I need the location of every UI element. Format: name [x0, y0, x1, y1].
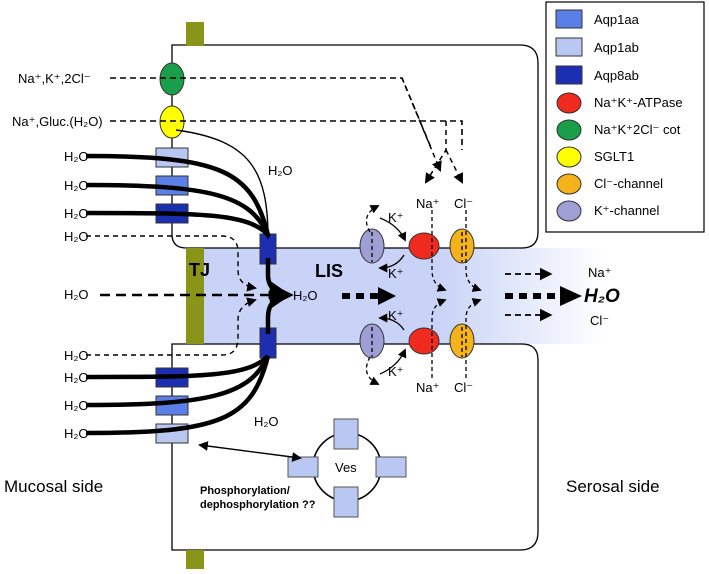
h2o-label: H₂O — [254, 414, 279, 429]
vesicle-aqp-bottom — [333, 486, 359, 518]
upper-k-label-1: K⁺ — [388, 210, 404, 225]
apical-membrane-bottom — [186, 550, 204, 570]
lis-label: LIS — [315, 261, 343, 281]
nkcc-arrow — [401, 77, 442, 172]
h2o-label: H₂O — [64, 348, 89, 363]
serosal-side-label: Serosal side — [566, 477, 660, 496]
h2o-label: H₂O — [64, 149, 89, 164]
lower-paracellular-h2o — [86, 297, 257, 356]
legend-atpase-icon — [556, 92, 582, 114]
upper-h2o-flow-1 — [85, 153, 271, 236]
serosal-cl-label: Cl⁻ — [590, 313, 609, 328]
h2o-label: H₂O — [64, 206, 89, 221]
sglt-h2o-flow — [175, 129, 271, 240]
upper-cl-label: Cl⁻ — [454, 196, 473, 211]
apical-nkcc-transporter — [159, 62, 185, 96]
mucosal-side-label: Mucosal side — [4, 477, 103, 496]
lower-k-label-2: K⁺ — [388, 364, 404, 379]
lower-na-k-atpase — [408, 327, 440, 355]
legend-sglt1-icon — [556, 146, 582, 168]
legend-aqp8ab-icon — [555, 65, 583, 85]
lower-na-label: Na⁺ — [416, 380, 439, 395]
lower-cl-label: Cl⁻ — [454, 380, 473, 395]
legend-item-label: Aqp1aa — [594, 12, 640, 27]
upper-k-label-2: K⁺ — [388, 266, 404, 281]
legend-aqp1aa-icon — [555, 9, 583, 29]
phospho-label-2: dephosphorylation ?? — [200, 499, 316, 511]
tight-junction-bar — [186, 248, 204, 344]
lower-na-arrow — [431, 298, 447, 378]
h2o-label: H₂O — [64, 178, 89, 193]
upper-cl-arrow — [465, 210, 482, 292]
apical-sglt-label: Na⁺,Gluc.(H₂O) — [12, 114, 103, 129]
lower-h2o-flow-1 — [85, 354, 270, 380]
vesicle-aqp-right — [375, 456, 407, 478]
channel-pores — [371, 232, 463, 357]
lis-h2o-label: H₂O — [293, 288, 318, 303]
upper-h2o-flow-3 — [85, 210, 270, 237]
lower-k-out-arrow — [378, 313, 405, 331]
upper-h2o-flow-2 — [85, 182, 271, 236]
legend-cl-channel-icon — [556, 173, 582, 195]
legend-item-label: Aqp1ab — [594, 40, 639, 55]
h2o-label: H₂O — [268, 163, 293, 178]
upper-na-label: Na⁺ — [416, 196, 439, 211]
legend-item-label: Aqp8ab — [594, 68, 639, 83]
h2o-label: H₂O — [64, 229, 89, 244]
upper-na-arrow — [431, 210, 447, 292]
legend-nkcc-icon — [556, 119, 582, 141]
h2o-label: H₂O — [64, 398, 89, 413]
upper-na-k-atpase — [408, 232, 440, 260]
lower-cl-arrow — [465, 298, 482, 378]
lower-k-channel-arrow — [365, 356, 380, 385]
h2o-label: H₂O — [64, 287, 89, 302]
vesicle-trafficking-arrow — [198, 441, 302, 462]
legend-box — [545, 1, 705, 233]
legend-k-channel-icon — [556, 200, 582, 222]
lower-k-label-1: K⁺ — [388, 308, 404, 323]
serosal-h2o-arrowhead — [560, 286, 582, 306]
lis-flow-arrowhead — [378, 287, 396, 305]
legend: Aqp1aa Aqp1ab Aqp8ab Na⁺K⁺-ATPase Na⁺K⁺2… — [545, 1, 705, 233]
vesicle-label: Ves — [335, 460, 357, 475]
h2o-label: H₂O — [64, 426, 89, 441]
lower-h2o-flow-3 — [85, 355, 271, 436]
vesicle-aqp-left — [287, 456, 319, 478]
phospho-label-1: Phosphorylation/ — [200, 485, 290, 497]
h2o-label: H₂O — [64, 370, 89, 385]
vesicle-aqp-top — [333, 418, 359, 450]
legend-item-label: K⁺-channel — [594, 203, 660, 218]
lower-h2o-flow-2 — [85, 355, 271, 408]
sglt-arrow-cl — [445, 149, 463, 184]
legend-item-label: Na⁺K⁺2Cl⁻ cot — [594, 122, 681, 137]
apical-nkcc-label: Na⁺,K⁺,2Cl⁻ — [18, 71, 91, 86]
upper-epithelial-cell — [171, 44, 539, 249]
tj-label: TJ — [189, 260, 210, 280]
serosal-na-label: Na⁺ — [588, 265, 611, 280]
legend-item-label: Cl⁻-channel — [594, 176, 663, 191]
legend-item-label: Na⁺K⁺-ATPase — [594, 95, 683, 110]
upper-k-out-arrow — [378, 254, 405, 273]
legend-aqp1ab-icon — [555, 37, 583, 57]
apical-sglt1-transporter — [159, 105, 185, 139]
upper-k-in-arrow — [379, 217, 407, 242]
apical-membrane-top — [186, 22, 204, 46]
serosal-h2o-label: H₂O — [584, 286, 620, 307]
lower-k-in-arrow — [379, 348, 407, 375]
upper-k-channel-arrow — [365, 205, 380, 233]
legend-item-label: SGLT1 — [594, 149, 634, 164]
